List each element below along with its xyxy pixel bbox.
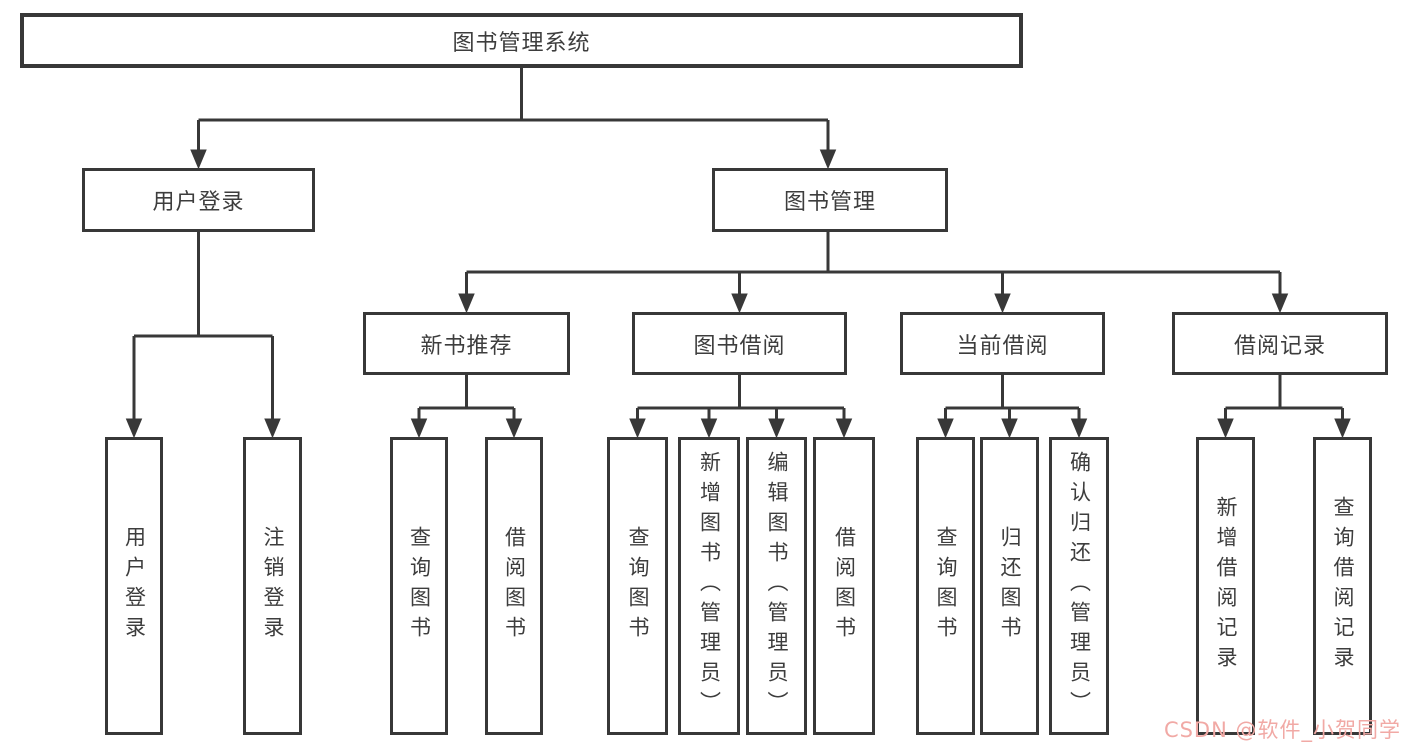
node-library-system: 图书管理系统 (20, 13, 1023, 68)
node-current-borrow: 当前借阅 (900, 312, 1105, 375)
leaf-records-add-record-label: 新增借阅记录 (1214, 496, 1238, 676)
leaf-borrow-borrow-books-label: 借阅图书 (832, 526, 857, 646)
leaf-records-add-record: 新增借阅记录 (1196, 437, 1255, 735)
leaf-newbook-query-books: 查询图书 (390, 437, 448, 735)
leaf-borrow-edit-books-admin: 编辑图书（管理员） (746, 437, 807, 735)
node-book-management: 图书管理 (712, 168, 948, 232)
node-current-borrow-label: 当前借阅 (956, 333, 1049, 359)
node-user-login-label: 用户登录 (152, 190, 245, 215)
leaf-user-login: 用户登录 (105, 437, 163, 735)
leaf-borrow-edit-books-admin-label: 编辑图书（管理员） (765, 451, 789, 721)
node-book-borrow-label: 图书借阅 (693, 333, 786, 359)
leaf-logout-login-label: 注销登录 (261, 526, 285, 646)
leaf-records-query-record-label: 查询借阅记录 (1331, 496, 1355, 676)
leaf-newbook-borrow-books: 借阅图书 (485, 437, 543, 735)
node-library-system-label: 图书管理系统 (452, 30, 591, 56)
leaf-current-query-books: 查询图书 (916, 437, 975, 735)
leaf-borrow-add-books-admin-label: 新增图书（管理员） (697, 451, 722, 721)
leaf-borrow-borrow-books: 借阅图书 (813, 437, 875, 735)
leaf-borrow-query-books-label: 查询图书 (626, 526, 650, 646)
leaf-borrow-query-books: 查询图书 (607, 437, 668, 735)
leaf-current-return-books-label: 归还图书 (998, 526, 1022, 646)
node-user-login: 用户登录 (82, 168, 315, 232)
node-book-management-label: 图书管理 (783, 190, 876, 215)
leaf-logout-login: 注销登录 (243, 437, 302, 735)
leaf-user-login-label: 用户登录 (122, 526, 147, 646)
node-book-borrow: 图书借阅 (632, 312, 847, 375)
leaf-current-query-books-label: 查询图书 (934, 526, 958, 646)
node-borrow-records: 借阅记录 (1172, 312, 1388, 375)
leaf-newbook-query-books-label: 查询图书 (407, 526, 432, 646)
node-new-book-recommend-label: 新书推荐 (420, 333, 513, 359)
leaf-newbook-borrow-books-label: 借阅图书 (502, 526, 527, 646)
leaf-current-confirm-return-admin-label: 确认归还（管理员） (1067, 451, 1092, 721)
node-new-book-recommend: 新书推荐 (363, 312, 570, 375)
leaf-borrow-add-books-admin: 新增图书（管理员） (678, 437, 740, 735)
leaf-current-confirm-return-admin: 确认归还（管理员） (1049, 437, 1109, 735)
csdn-watermark: CSDN @软件_小贺同学 (1163, 718, 1401, 742)
node-borrow-records-label: 借阅记录 (1233, 333, 1326, 359)
leaf-records-query-record: 查询借阅记录 (1313, 437, 1372, 735)
leaf-current-return-books: 归还图书 (980, 437, 1039, 735)
